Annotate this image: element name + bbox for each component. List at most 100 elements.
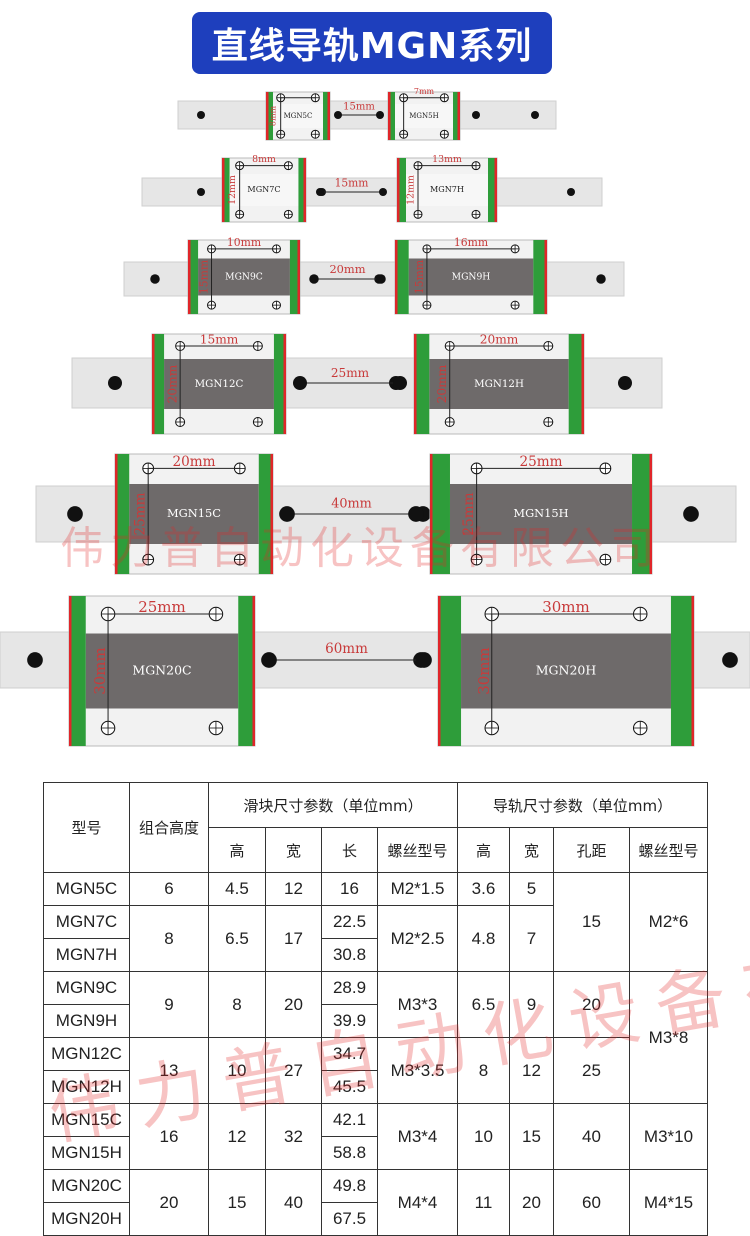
rail-mount-hole — [197, 188, 205, 196]
end-seal-red — [270, 454, 273, 574]
slider-face — [273, 104, 323, 128]
end-seal-red — [414, 334, 417, 434]
end-seal-green — [395, 240, 409, 314]
model-cell: MGN7H — [43, 938, 130, 972]
end-seal-green — [388, 92, 395, 140]
table-cell: 8 — [457, 1037, 510, 1104]
end-seal-green — [152, 334, 165, 434]
rail-mount-hole — [618, 376, 632, 390]
height-dim-label: 15mm — [413, 260, 426, 294]
pitch-hole — [393, 376, 407, 390]
rail-mount-hole — [596, 274, 606, 284]
pitch-hole — [316, 188, 324, 196]
block-model-label: MGN7H — [430, 184, 464, 194]
table-cell: 67.5 — [321, 1202, 378, 1236]
end-seal-green — [289, 240, 300, 314]
pitch-hole — [379, 188, 387, 196]
table-cell: 22.5 — [321, 905, 378, 939]
pitch-hole — [334, 111, 342, 119]
table-cell: M3*4 — [377, 1103, 458, 1170]
rail-mount-hole — [27, 652, 43, 668]
header-slider-col: 高 — [208, 827, 266, 873]
width-dim-label: 25mm — [519, 454, 562, 470]
model-cell: MGN9H — [43, 1004, 130, 1038]
table-cell: 15 — [553, 872, 630, 972]
table-cell: M3*3 — [377, 971, 458, 1038]
block-model-label: MGN12C — [195, 378, 244, 390]
table-cell: 30.8 — [321, 938, 378, 972]
width-dim-label: 10mm — [227, 236, 261, 249]
table-cell: 34.7 — [321, 1037, 378, 1071]
table-cell: 11 — [457, 1169, 510, 1236]
end-seal-red — [283, 334, 286, 434]
slider-face — [229, 174, 299, 206]
table-cell: 5 — [509, 872, 554, 906]
end-seal-green — [533, 240, 547, 314]
table-cell: 25 — [553, 1037, 630, 1104]
end-seal-green — [188, 240, 199, 314]
slider-face — [429, 359, 569, 409]
end-seal-red — [115, 454, 118, 574]
table-cell: M3*10 — [629, 1103, 708, 1170]
table-cell: 12 — [509, 1037, 554, 1104]
table-cell: 28.9 — [321, 971, 378, 1005]
table-cell: M4*15 — [629, 1169, 708, 1236]
end-seal-red — [691, 596, 694, 746]
pitch-hole — [408, 506, 424, 522]
pitch-hole — [261, 652, 277, 668]
model-cell: MGN12H — [43, 1070, 130, 1104]
end-seal-red — [266, 92, 269, 140]
header-row: 高宽长螺丝型号高宽孔距螺丝型号 — [44, 827, 708, 873]
end-seal-red — [649, 454, 652, 574]
table-cell: 8 — [129, 905, 209, 972]
height-dim-label: 30mm — [475, 647, 493, 695]
model-cell: MGN20H — [43, 1202, 130, 1236]
pitch-hole — [376, 274, 386, 284]
rail-mount-hole — [108, 376, 122, 390]
end-seal-green — [430, 454, 450, 574]
height-dim-label: 12mm — [406, 175, 417, 205]
end-seal-green — [438, 596, 462, 746]
table-cell: 9 — [129, 971, 209, 1038]
block-model-label: MGN7C — [247, 184, 280, 194]
block-model-label: MGN20C — [132, 663, 191, 678]
width-dim-label: 30mm — [542, 598, 590, 616]
end-seal-green — [488, 158, 497, 222]
table-cell: M3*8 — [629, 971, 708, 1104]
slider-face — [408, 258, 534, 296]
rail-mount-hole — [531, 111, 539, 119]
pitch-hole — [293, 376, 307, 390]
spec-table: 型号组合高度滑块尺寸参数（单位mm）导轨尺寸参数（单位mm）高宽长螺丝型号高宽孔… — [43, 782, 708, 1236]
slider-face — [461, 633, 671, 709]
table-cell: 10 — [457, 1103, 510, 1170]
block-model-label: MGN5C — [284, 112, 313, 120]
table-cell: 16 — [321, 872, 378, 906]
end-seal-red — [303, 158, 306, 222]
end-seal-green — [238, 596, 255, 746]
pitch-label: 25mm — [331, 366, 370, 380]
pitch-label: 15mm — [335, 177, 369, 190]
width-dim-label: 13mm — [432, 154, 462, 165]
block-model-label: MGN12H — [474, 378, 524, 390]
end-seal-green — [568, 334, 584, 434]
table-cell: 32 — [265, 1103, 322, 1170]
block-model-label: MGN9H — [452, 272, 491, 283]
table-cell: 10 — [208, 1037, 266, 1104]
pitch-hole — [309, 274, 319, 284]
table-cell: 15 — [208, 1169, 266, 1236]
end-seal-red — [395, 240, 398, 314]
height-dim-label: 15mm — [198, 260, 211, 294]
pitch-hole — [416, 652, 432, 668]
end-seal-red — [430, 454, 433, 574]
model-cell: MGN9C — [43, 971, 130, 1005]
block-model-label: MGN15C — [167, 506, 221, 520]
end-seal-red — [152, 334, 155, 434]
table-cell: 20 — [129, 1169, 209, 1236]
end-seal-green — [632, 454, 652, 574]
width-dim-label: 15mm — [200, 333, 239, 347]
table-cell: 12 — [208, 1103, 266, 1170]
